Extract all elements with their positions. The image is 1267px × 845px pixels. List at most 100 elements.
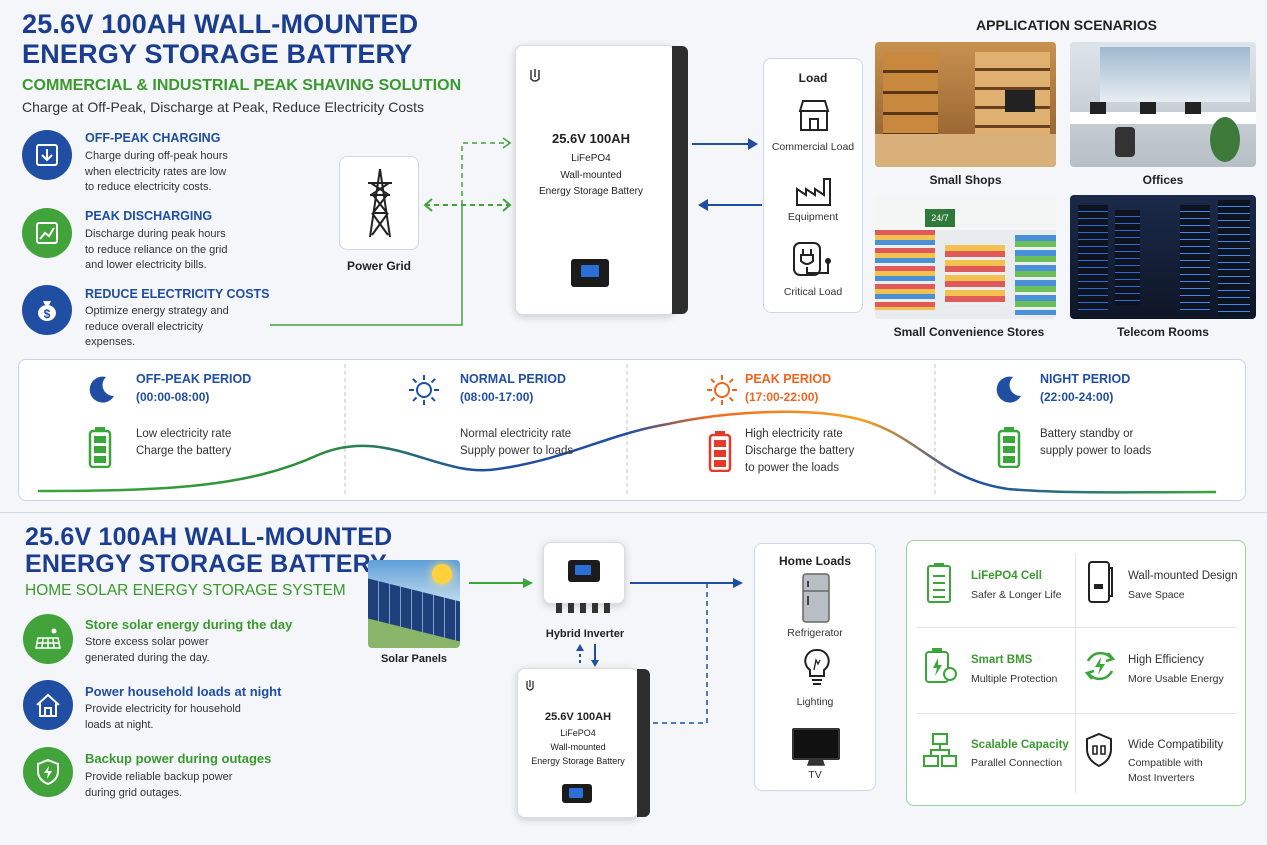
compatibility-shield-icon <box>1086 732 1112 768</box>
refrigerator-icon <box>802 573 830 623</box>
scenario-label: Small Convenience Stores <box>893 325 1045 339</box>
home-flow-arrows <box>469 578 743 724</box>
moon-icon <box>996 376 1021 403</box>
top-subtitle: COMMERCIAL & INDUSTRIAL PEAK SHAVING SOL… <box>22 77 462 94</box>
efficiency-cycle-icon <box>1084 651 1116 681</box>
scenario-label: Offices <box>1142 173 1184 187</box>
smart-bms-icon <box>925 648 957 683</box>
period-time: (22:00-24:00) <box>1040 390 1114 404</box>
feature-title: Backup power during outages <box>85 751 272 766</box>
feature-title: REDUCE ELECTRICITY COSTS <box>85 287 270 301</box>
scalable-capacity-icon <box>923 733 957 767</box>
money-bag-icon: $ <box>22 285 72 335</box>
battery-discharge-icon <box>708 431 732 472</box>
period-time: (00:00-08:00) <box>136 390 210 404</box>
home-loads-box: Home Loads Refrigerator Lighting TV <box>754 543 876 791</box>
load-arrows <box>692 138 762 211</box>
advantage-title: Smart BMS <box>971 654 1033 666</box>
grid-connectors <box>270 137 512 326</box>
power-tower-icon <box>368 168 392 238</box>
telecom-room-photo <box>1070 195 1256 319</box>
house-icon <box>23 680 73 730</box>
battery-full-icon <box>997 427 1021 468</box>
top-title-line2: ENERGY STORAGE BATTERY <box>22 39 413 69</box>
battery-cell-icon <box>927 563 951 603</box>
advantage-title: High Efficiency <box>1128 654 1204 666</box>
office-photo <box>1070 42 1256 167</box>
shield-icon <box>23 747 73 797</box>
period-title: NORMAL PERIOD <box>460 372 567 386</box>
store-icon <box>798 100 830 131</box>
period-band <box>18 359 1246 501</box>
feature-reduce-costs: $ <box>22 285 72 335</box>
power-grid-label: Power Grid <box>346 259 411 273</box>
chart-icon <box>22 208 72 258</box>
feature-backup <box>23 747 73 797</box>
bottom-title-line2: ENERGY STORAGE BATTERY <box>25 550 387 578</box>
svg-text:$: $ <box>44 307 51 321</box>
feature-title: Power household loads at night <box>85 684 282 699</box>
bottom-battery: 25.6V 100AH LiFePO4 Wall-mounted Energy … <box>517 668 650 818</box>
shop-photo <box>875 42 1056 167</box>
load-box: Load Commercial Load Equipment Critical … <box>763 58 863 313</box>
advantage-desc: Save Space <box>1128 589 1185 601</box>
advantage-desc: Parallel Connection <box>971 757 1063 769</box>
solar-panels-photo <box>368 560 460 648</box>
lcd-display <box>571 259 609 287</box>
feature-title: Store solar energy during the day <box>85 617 293 632</box>
feature-off-peak <box>22 130 72 180</box>
brand-logo-icon <box>530 69 540 82</box>
tv-icon <box>792 728 840 766</box>
scenario-label: Small Shops <box>929 173 1002 187</box>
top-battery: 25.6V 100AH LiFePO4 Wall-mounted Energy … <box>515 45 688 315</box>
convenience-store-photo: 24/7 <box>875 195 1056 319</box>
advantage-desc: Multiple Protection <box>971 673 1058 685</box>
sun-icon <box>409 375 439 405</box>
moon-icon <box>89 376 114 403</box>
tariff-curve <box>37 364 1217 497</box>
solar-panel-icon <box>23 614 73 664</box>
period-title: OFF-PEAK PERIOD <box>136 372 252 386</box>
battery-full-icon <box>88 427 112 468</box>
advantages-panel <box>906 540 1246 806</box>
inverter-label: Hybrid Inverter <box>545 628 625 640</box>
period-title: PEAK PERIOD <box>745 372 832 386</box>
advantage-title: LiFePO4 Cell <box>971 570 1042 582</box>
inverter-ports <box>556 603 616 613</box>
section-divider <box>0 512 1267 513</box>
top-tagline: Charge at Off-Peak, Discharge at Peak, R… <box>22 99 425 115</box>
solar-panels-label: Solar Panels <box>380 653 448 665</box>
hybrid-inverter <box>543 542 625 604</box>
advantage-title: Wall-mounted Design <box>1128 570 1238 582</box>
light-bulb-icon <box>804 648 830 685</box>
brand-logo-icon <box>526 680 534 691</box>
plug-icon <box>793 242 831 276</box>
feature-night-power <box>23 680 73 730</box>
period-time: (17:00-22:00) <box>745 390 819 404</box>
advantage-desc: Safer & Longer Life <box>971 589 1062 601</box>
period-title: NIGHT PERIOD <box>1040 372 1131 386</box>
feature-peak-discharging <box>22 208 72 258</box>
period-time: (08:00-17:00) <box>460 390 534 404</box>
bottom-subtitle: HOME SOLAR ENERGY STORAGE SYSTEM <box>25 582 346 599</box>
advantage-title: Wide Compatibility <box>1128 739 1224 751</box>
wall-battery-icon <box>1088 561 1113 603</box>
advantage-desc: More Usable Energy <box>1128 673 1224 685</box>
scenarios-title: APPLICATION SCENARIOS <box>976 17 1157 33</box>
scenario-label: Telecom Rooms <box>1117 325 1209 339</box>
factory-icon <box>796 178 831 206</box>
download-icon <box>22 130 72 180</box>
sun-icon <box>707 375 737 405</box>
top-title-line1: 25.6V 100AH WALL-MOUNTED <box>22 9 419 39</box>
